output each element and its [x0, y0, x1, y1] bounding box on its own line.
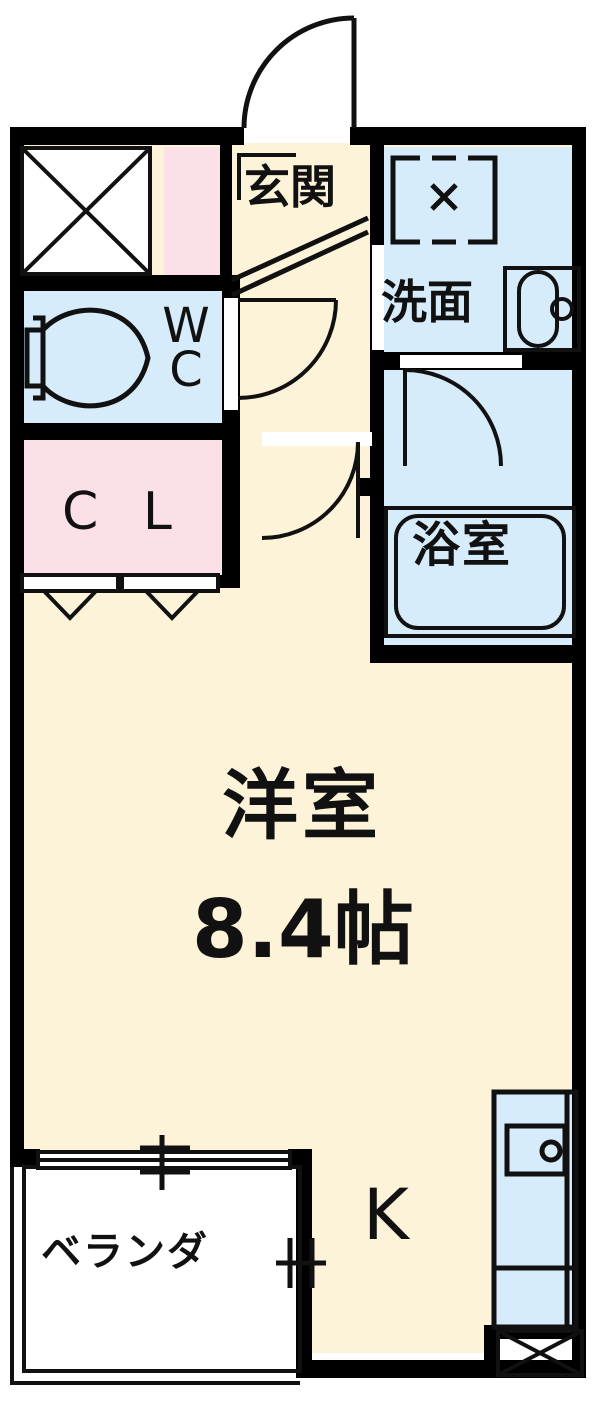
wall-left — [10, 127, 24, 1162]
wall-kitchen-meter-left — [484, 1325, 498, 1375]
front-door-threshold — [244, 129, 350, 143]
room-label-senmen: 洗面 — [381, 275, 473, 329]
room-label-veranda: ベランダ — [41, 1229, 209, 1275]
front-door-arc — [241, 15, 355, 129]
veranda-railing — [10, 1165, 302, 1385]
wall-bath-bottom — [370, 645, 586, 663]
toilet-bowl — [24, 307, 151, 409]
wc-door-opening — [224, 298, 238, 410]
room-area-youshitsu: 8.4帖 — [192, 883, 414, 976]
closet-floor — [15, 440, 222, 575]
wall-top-left — [10, 127, 236, 145]
room-label-youshitsu: 洋室 — [222, 761, 382, 850]
genkan-closet-strip — [164, 147, 220, 275]
room-label-wc-line1: W — [162, 298, 210, 354]
bath-door-opening — [400, 355, 522, 368]
genkan-step — [230, 215, 370, 298]
room-label-genkan: 玄関 — [244, 160, 336, 214]
shoe-cabinet — [237, 153, 296, 200]
kitchen-sink — [491, 1089, 579, 1330]
wall-wc-top — [10, 275, 240, 291]
washing-machine-pan — [390, 155, 498, 245]
wc-door[interactable] — [237, 298, 338, 400]
room-label-wc-line2: C — [169, 342, 203, 399]
wall-right — [572, 127, 586, 1378]
closet-door-arrow-left — [42, 589, 98, 621]
wall-bath-left-stub — [360, 478, 372, 496]
wall-bath-left — [370, 352, 384, 647]
wall-top-right — [358, 127, 586, 145]
room-door-opening — [262, 432, 372, 446]
senmen-fixtures — [390, 155, 581, 352]
senmen-door-opening — [372, 245, 384, 350]
meter-box-bottom — [496, 1329, 584, 1377]
living-door[interactable] — [261, 441, 360, 540]
door-jamb-right — [350, 127, 358, 145]
vanity-sink — [503, 266, 581, 352]
closet-folding-door[interactable] — [20, 573, 220, 621]
wall-genkan-left — [220, 143, 232, 275]
door-openings — [224, 129, 522, 446]
room-label-wc: W C — [156, 298, 216, 399]
meter-box-top — [20, 146, 152, 276]
bath-door[interactable] — [403, 368, 503, 467]
balcony-sliding-door[interactable] — [36, 1135, 292, 1190]
bath-tub — [384, 506, 576, 638]
closet-door-arrow-right — [144, 589, 200, 621]
front-door[interactable] — [241, 15, 357, 129]
veranda-floor — [10, 1163, 310, 1373]
closet-door-panel-right — [120, 573, 220, 593]
closet-door-panel-left — [20, 573, 120, 593]
veranda-window-marker — [276, 1238, 326, 1288]
room-label-yokushitsu: 浴室 — [412, 517, 513, 573]
senmen-floor — [383, 147, 579, 352]
room-label-closet: C L — [62, 482, 186, 542]
wall-wc-bottom — [10, 423, 240, 440]
door-jamb-left — [236, 127, 244, 145]
room-label-kitchen: K — [363, 1174, 409, 1256]
wall-veranda-head-left — [10, 1149, 40, 1167]
